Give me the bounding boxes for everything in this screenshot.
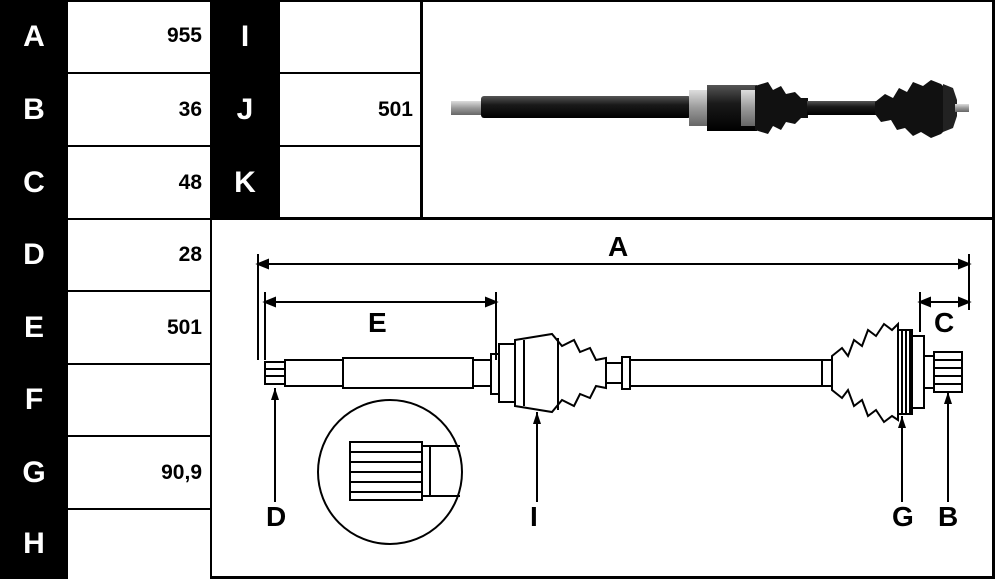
value-a: 955	[68, 0, 210, 74]
label-a: A	[0, 0, 68, 73]
diagram-label-d: D	[266, 501, 286, 532]
label-g: G	[0, 436, 68, 509]
label-d: D	[0, 219, 68, 291]
column-divider	[210, 0, 212, 579]
label-e: E	[0, 291, 68, 364]
diagram-label-g: G	[892, 501, 914, 532]
photo-divider	[420, 0, 423, 219]
dimension-diagram: A E C D I G B	[255, 231, 972, 545]
product-photo	[451, 80, 969, 138]
diagram-label-c: C	[934, 307, 954, 338]
label-b: B	[0, 73, 68, 146]
diagram-label-e: E	[368, 307, 387, 338]
value-c: 48	[68, 147, 210, 220]
label-j: J	[210, 73, 280, 146]
diagram-label-a: A	[608, 231, 628, 262]
value-h	[68, 510, 210, 579]
value-g: 90,9	[68, 437, 210, 510]
label-k: K	[210, 146, 280, 219]
label-c: C	[0, 146, 68, 219]
diagram-top-border	[210, 217, 995, 220]
label-i: I	[210, 0, 280, 73]
value-b: 36	[68, 74, 210, 147]
value-j: 501	[280, 74, 421, 147]
label-f: F	[0, 364, 68, 436]
label-h: H	[0, 509, 68, 579]
diagram-label-b: B	[938, 501, 958, 532]
value-f	[68, 365, 210, 437]
diagram-label-i: I	[530, 501, 538, 532]
value-d: 28	[68, 220, 210, 292]
frame-right	[992, 0, 995, 579]
frame-top	[0, 0, 995, 2]
value-k	[280, 147, 421, 219]
value-i	[280, 0, 421, 74]
spline-detail-circle	[317, 399, 463, 545]
frame-bottom	[210, 576, 995, 579]
value-e: 501	[68, 292, 210, 365]
